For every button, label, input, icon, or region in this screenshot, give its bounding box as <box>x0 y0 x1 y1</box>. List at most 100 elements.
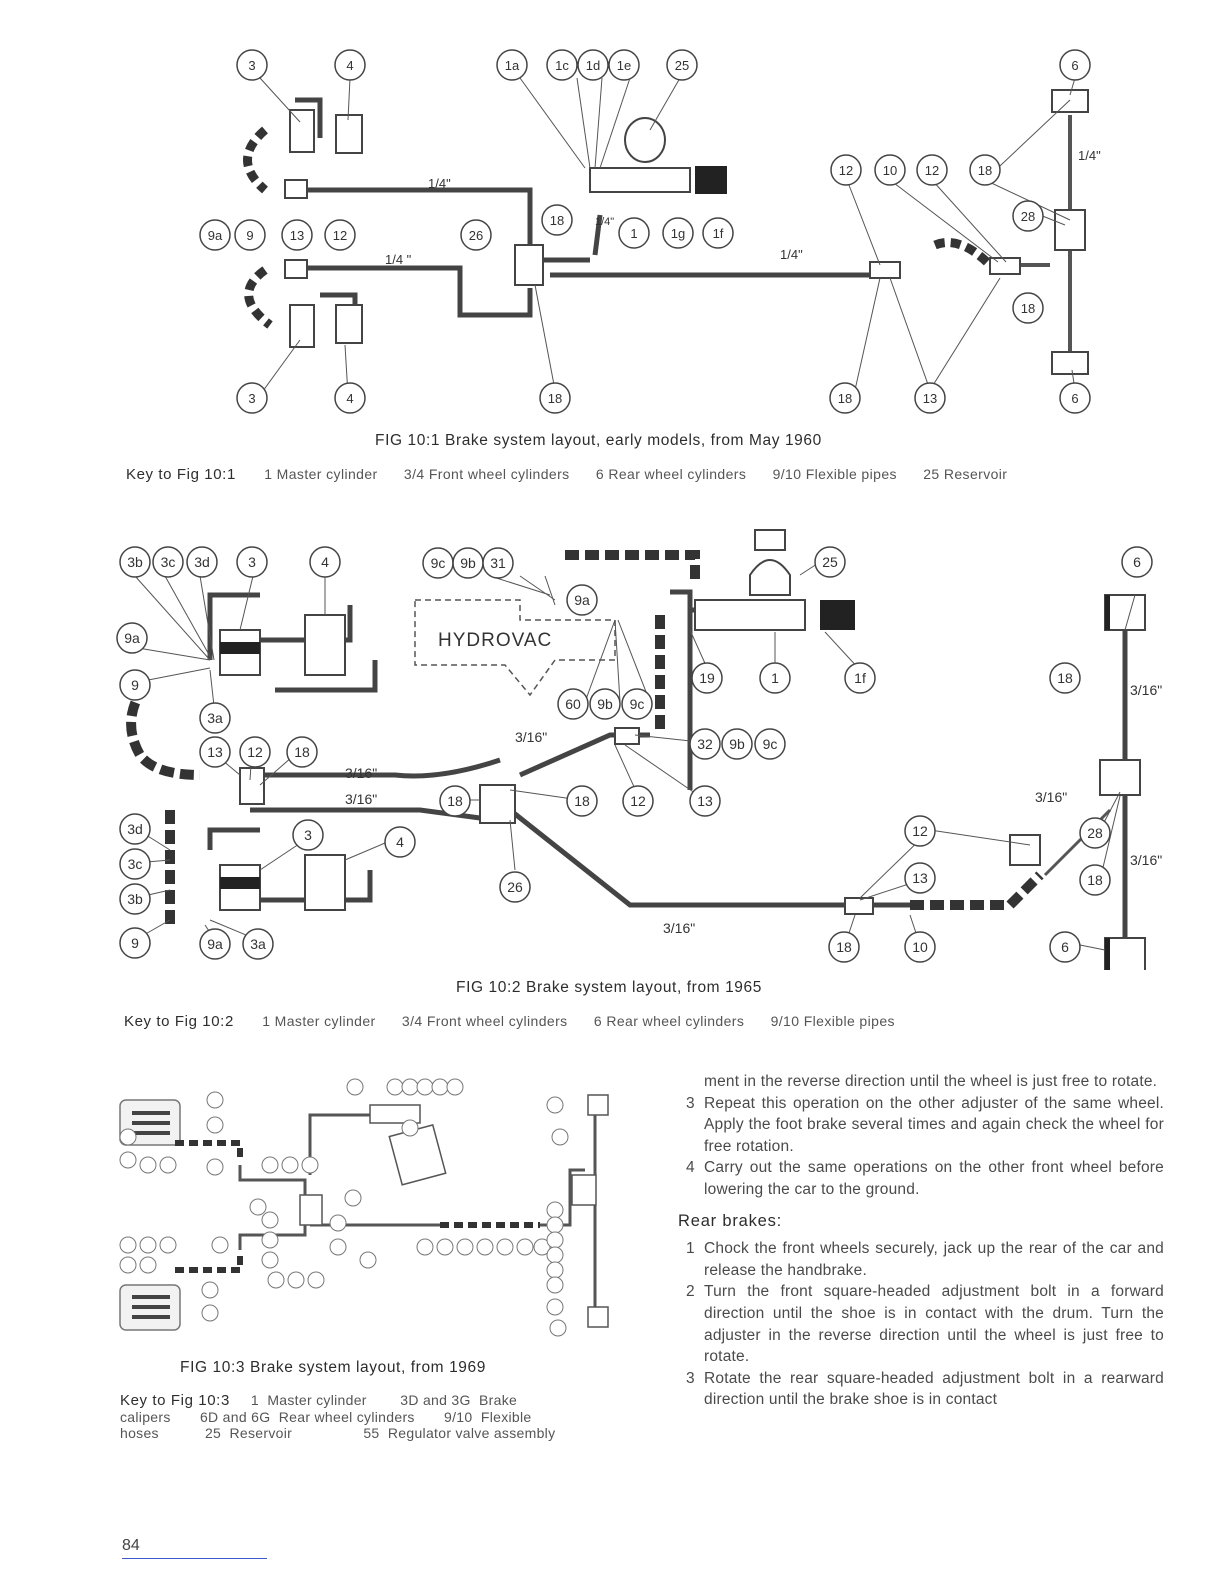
callout: 1a <box>505 58 520 73</box>
callout: 3c <box>128 856 143 872</box>
key-label: Key to Fig 10:1 <box>126 466 236 483</box>
key-line: hoses 25 Reservoir 55 Regulator valve as… <box>120 1425 556 1441</box>
callout: 3 <box>248 554 256 570</box>
text-column: ment in the reverse direction until the … <box>678 1071 1164 1411</box>
callout: 18 <box>1057 670 1073 686</box>
callout: 18 <box>294 744 310 760</box>
callout: 12 <box>333 228 347 243</box>
callout: 18 <box>574 793 590 809</box>
callout: 26 <box>507 879 523 895</box>
step-text: Turn the front square-headed adjustment … <box>704 1283 1164 1366</box>
key-item: 9/10 Flexible pipes <box>770 1013 895 1029</box>
callout: 6 <box>1071 58 1078 73</box>
svg-text:1/4": 1/4" <box>1078 148 1101 163</box>
section-heading-rear-brakes: Rear brakes: <box>678 1211 783 1230</box>
callout: 3d <box>127 821 143 837</box>
callout: 3 <box>248 58 255 73</box>
step-text: Carry out the same operations on the oth… <box>704 1159 1164 1198</box>
callout: 12 <box>839 163 853 178</box>
callout: 28 <box>1087 825 1103 841</box>
svg-text:3/16": 3/16" <box>663 920 695 936</box>
callout: 9b <box>729 736 745 752</box>
svg-text:3/16": 3/16" <box>515 729 547 745</box>
callout: 10 <box>883 163 897 178</box>
fig-10-2-key: Key to Fig 10:2 1 Master cylinder 3/4 Fr… <box>124 1013 917 1030</box>
callout: 25 <box>675 58 689 73</box>
callout: 4 <box>321 554 329 570</box>
fig-10-2-caption: FIG 10:2 Brake system layout, from 1965 <box>456 979 762 996</box>
callout: 28 <box>1021 209 1035 224</box>
callout: 9c <box>431 555 446 571</box>
callout: 3c <box>161 554 176 570</box>
callout: 1f <box>713 226 724 241</box>
fig-10-3-caption: FIG 10:3 Brake system layout, from 1969 <box>180 1359 486 1376</box>
callout: 12 <box>925 163 939 178</box>
callout: 3 <box>248 391 255 406</box>
fig-10-3-diagram <box>119 1078 609 1337</box>
callout: 18 <box>548 391 562 406</box>
callout: 4 <box>346 391 353 406</box>
key-label: Key to Fig 10:3 <box>120 1392 230 1409</box>
callout: 9c <box>630 696 645 712</box>
footer-rule <box>122 1558 267 1559</box>
page-number: 84 <box>122 1537 140 1554</box>
key-item: 3/4 Front wheel cylinders <box>401 1013 568 1029</box>
fig-10-1-diagram: 1/4" 1/4 " 1/4" 1/4" 1/4" 3 4 1a 1c 1d 1… <box>199 49 1101 414</box>
callout: 19 <box>699 670 715 686</box>
callout: 9a <box>208 228 223 243</box>
callout: 9b <box>597 696 613 712</box>
callout: 13 <box>912 870 928 886</box>
step-number: 1 <box>686 1240 695 1258</box>
callout: 12 <box>630 793 646 809</box>
key-item: 3/4 Front wheel cylinders <box>403 466 570 482</box>
step-number: 3 <box>686 1094 695 1112</box>
key-line: 1 Master cylinder 3D and 3G Brake <box>250 1392 518 1408</box>
callout: 4 <box>396 834 404 850</box>
callout: 13 <box>923 391 937 406</box>
step-number: 4 <box>686 1159 695 1177</box>
callout: 12 <box>247 744 263 760</box>
step-text: Rotate the rear square-headed adjustment… <box>704 1369 1164 1409</box>
fig-10-2-diagram: HYDROVAC 3/16" 3/16" 3/16" 3/16" 3/16" 3… <box>116 529 1162 970</box>
callout: 1c <box>555 58 569 73</box>
svg-text:3/16": 3/16" <box>345 791 377 807</box>
callout: 3d <box>194 554 210 570</box>
svg-text:3/16": 3/16" <box>1035 789 1067 805</box>
callout: 13 <box>290 228 304 243</box>
callout: 13 <box>207 744 223 760</box>
step-number: 2 <box>686 1283 695 1301</box>
svg-text:3/16": 3/16" <box>345 765 377 781</box>
step-front-3: 3 Repeat this operation on the other adju… <box>678 1093 1164 1158</box>
callout: 10 <box>912 939 928 955</box>
key-item: 9/10 Flexible pipes <box>772 466 897 482</box>
fig-10-3-key: Key to Fig 10:3 1 Master cylinder 3D and… <box>120 1392 610 1441</box>
callout: 1f <box>854 670 866 686</box>
callout: 1e <box>617 58 631 73</box>
key-label: Key to Fig 10:2 <box>124 1013 234 1030</box>
step-text: Chock the front wheels securely, jack up… <box>704 1240 1164 1279</box>
callout: 18 <box>447 793 463 809</box>
key-line: calipers 6D and 6G Rear wheel cylinders … <box>120 1409 532 1425</box>
callout: 12 <box>912 823 928 839</box>
callout: 9b <box>460 555 476 571</box>
callout: 13 <box>697 793 713 809</box>
callout: 18 <box>1021 301 1035 316</box>
callout: 9a <box>574 592 590 608</box>
svg-text:1/4": 1/4" <box>428 176 451 191</box>
callout: 3a <box>207 710 223 726</box>
step-text: Repeat this operation on the other adjus… <box>704 1094 1164 1155</box>
callout: 9a <box>207 936 223 952</box>
callout: 32 <box>697 736 713 752</box>
callout: 1g <box>671 226 685 241</box>
callout: 9 <box>246 228 253 243</box>
callout: 1 <box>630 226 637 241</box>
callout: 18 <box>550 213 564 228</box>
callout: 9 <box>131 935 139 951</box>
callout: 18 <box>1087 872 1103 888</box>
callout: 6 <box>1133 554 1141 570</box>
callout: 18 <box>978 163 992 178</box>
callout: 18 <box>838 391 852 406</box>
svg-text:3/16": 3/16" <box>1130 682 1162 698</box>
callout: 1 <box>771 670 779 686</box>
